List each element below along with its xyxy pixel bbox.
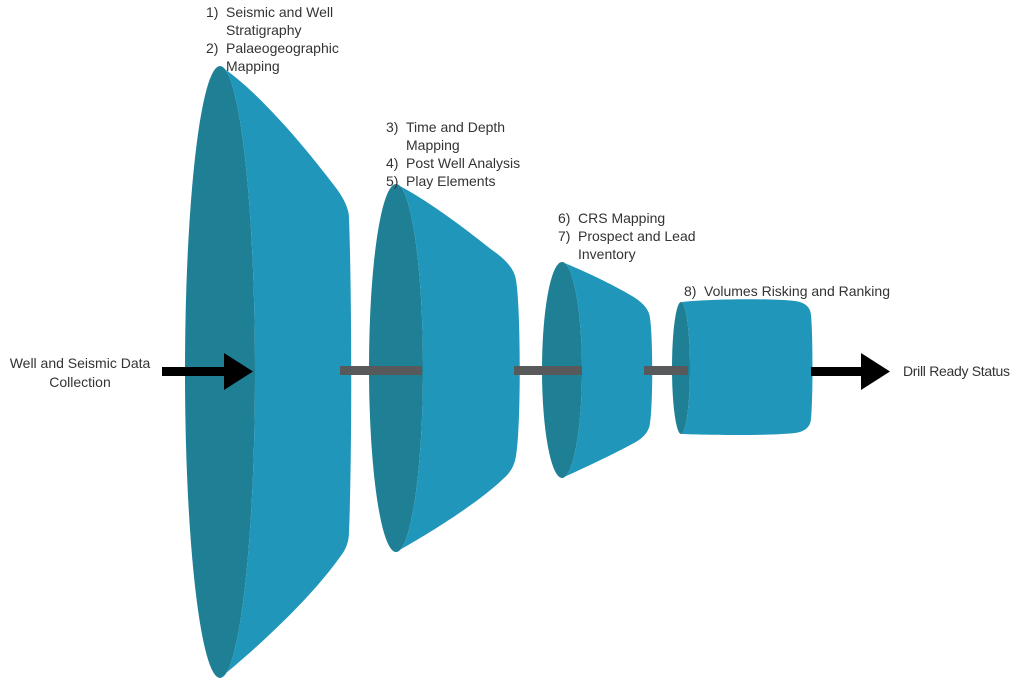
connector-3 bbox=[644, 366, 688, 375]
line-number bbox=[206, 57, 226, 75]
stage-1-label: 1) Seismic and Well Stratigraphy 2) Palaeo… bbox=[206, 3, 339, 75]
stage-4-label: 8) Volumes Risking and Ranking bbox=[684, 282, 890, 300]
line-text: Post Well Analysis bbox=[406, 155, 521, 171]
start-caption: Well and Seismic Data Collection bbox=[0, 354, 160, 392]
line-number bbox=[206, 21, 226, 39]
funnel-4-body bbox=[681, 299, 813, 435]
stage-2-label-line-4: 5) Play Elements bbox=[386, 172, 520, 190]
line-text: Palaeogeographic bbox=[226, 40, 339, 56]
stage-2-label-line-2: Mapping bbox=[386, 136, 520, 154]
output-arrow-head bbox=[861, 353, 890, 390]
start-caption-line-2: Collection bbox=[49, 374, 111, 390]
stage-2-label-line-1: 3) Time and Depth bbox=[386, 118, 520, 136]
stage-3-label: 6) CRS Mapping 7) Prospect and Lead Invent… bbox=[558, 209, 696, 263]
line-number bbox=[558, 245, 578, 263]
funnel-1-body bbox=[220, 66, 352, 678]
start-caption-line-1: Well and Seismic Data bbox=[9, 355, 151, 371]
line-number: 4) bbox=[386, 155, 399, 171]
input-arrow-shaft bbox=[162, 367, 226, 376]
line-number bbox=[386, 136, 406, 154]
line-text: Play Elements bbox=[406, 173, 496, 189]
funnel-3-body bbox=[562, 262, 653, 478]
stage-2-label: 3) Time and Depth Mapping 4) Post Well Ana… bbox=[386, 118, 520, 190]
stage-1-label-line-2: Stratigraphy bbox=[206, 21, 339, 39]
line-number: 3) bbox=[386, 119, 399, 135]
connector-1 bbox=[340, 366, 422, 375]
stage-1-label-line-3: 2) Palaeogeographic bbox=[206, 39, 339, 57]
line-number: 1) bbox=[206, 4, 219, 20]
line-number: 5) bbox=[386, 173, 399, 189]
line-text: Prospect and Lead bbox=[578, 228, 696, 244]
line-text: Time and Depth bbox=[406, 119, 506, 135]
line-text: CRS Mapping bbox=[578, 210, 666, 226]
funnel-2-body bbox=[396, 184, 520, 552]
input-arrow-head bbox=[224, 353, 253, 390]
stage-2-label-line-3: 4) Post Well Analysis bbox=[386, 154, 520, 172]
line-text: Volumes Risking and Ranking bbox=[704, 283, 890, 299]
line-number: 2) bbox=[206, 40, 219, 56]
line-number: 8) bbox=[684, 283, 697, 299]
output-arrow bbox=[811, 353, 890, 390]
connector-2 bbox=[514, 366, 582, 375]
stage-3-label-line-1: 6) CRS Mapping bbox=[558, 209, 696, 227]
end-caption: Drill Ready Status bbox=[903, 363, 1010, 379]
input-arrow bbox=[162, 353, 253, 390]
output-arrow-shaft bbox=[811, 367, 863, 376]
line-text: Mapping bbox=[406, 137, 460, 153]
stage-1-label-line-1: 1) Seismic and Well bbox=[206, 3, 339, 21]
line-text: Stratigraphy bbox=[226, 22, 302, 38]
line-text: Inventory bbox=[578, 246, 636, 262]
line-number: 7) bbox=[558, 228, 571, 244]
line-number: 6) bbox=[558, 210, 571, 226]
stage-1-label-line-4: Mapping bbox=[206, 57, 339, 75]
line-text: Mapping bbox=[226, 58, 280, 74]
stage-4-label-line-1: 8) Volumes Risking and Ranking bbox=[684, 282, 890, 300]
line-text: Seismic and Well bbox=[226, 4, 334, 20]
stage-3-label-line-3: Inventory bbox=[558, 245, 696, 263]
stage-3-label-line-2: 7) Prospect and Lead bbox=[558, 227, 696, 245]
